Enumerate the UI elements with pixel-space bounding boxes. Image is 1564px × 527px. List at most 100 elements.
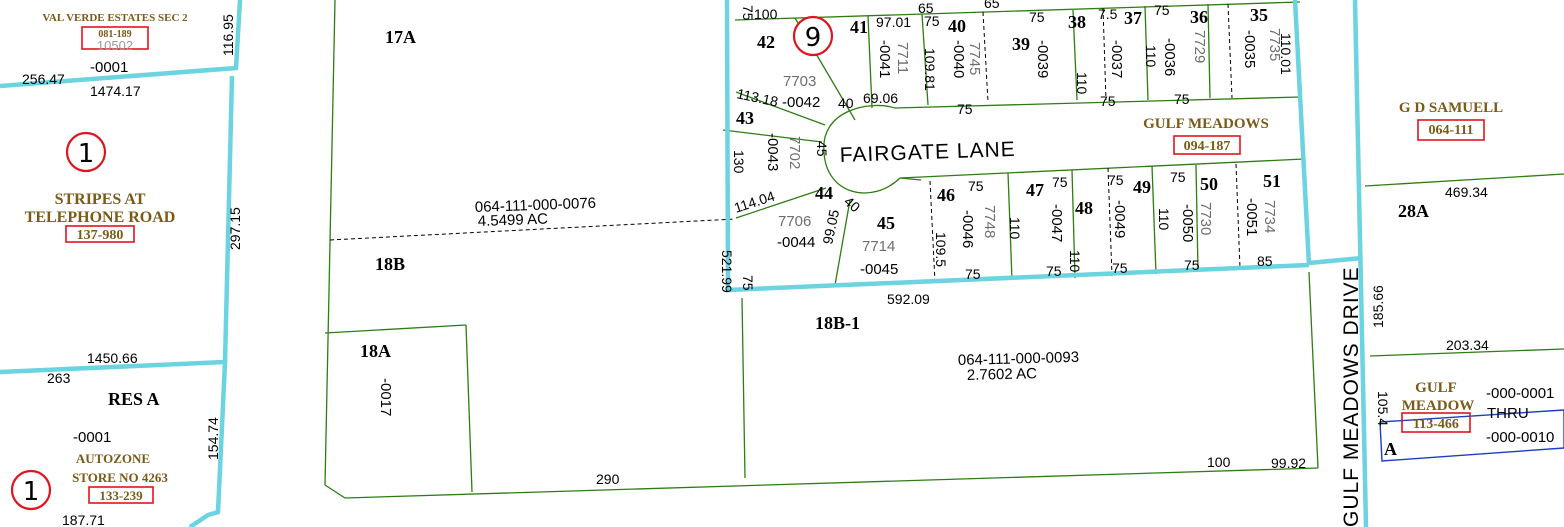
lot-48: 48 -0049 xyxy=(1075,198,1128,238)
map-label: 263 xyxy=(47,370,71,386)
acct-0001-res: -0001 xyxy=(73,429,111,446)
lot-39: 39 -0039 xyxy=(1012,34,1051,78)
map-label: -0047 xyxy=(1048,204,1065,242)
map-label: 43 xyxy=(736,108,754,128)
stripes-label-1: STRIPES AT xyxy=(55,191,146,208)
map-label: -0051 xyxy=(1243,198,1260,236)
map-label: 75 xyxy=(1046,263,1062,279)
area-0076: 4.5499 AC xyxy=(478,211,549,230)
map-label: 97.01 xyxy=(876,14,911,30)
lot-41: 41 -0041 7711 xyxy=(850,17,911,78)
lot-51: 51 -0051 7734 xyxy=(1243,171,1281,236)
map-label: 592.09 xyxy=(887,291,930,307)
map-label: 36 xyxy=(1190,7,1208,27)
lot-37: 37 xyxy=(1124,8,1142,28)
map-label: 48 xyxy=(1075,198,1093,218)
stripes-label-2: TELEPHONE ROAD xyxy=(25,209,176,226)
val-verde-code: 081-189 xyxy=(98,29,131,40)
autozone-code-box xyxy=(88,486,154,504)
lot-49: 49 xyxy=(1133,177,1151,197)
map-label: -0040 xyxy=(950,40,967,78)
map-label: -0041 xyxy=(876,40,893,78)
map-label: 256.47 xyxy=(22,71,65,87)
map-label: 40 xyxy=(948,16,966,36)
map-label: 110.01 xyxy=(1278,33,1294,75)
map-label: 109.5 xyxy=(933,232,949,267)
map-label: -0035 xyxy=(1241,30,1258,68)
parcel-28a: 28A xyxy=(1398,201,1429,221)
parcel-18b: 18B xyxy=(375,254,405,274)
stripes-code-box xyxy=(65,225,135,243)
map-label: 35 xyxy=(1250,5,1268,25)
parcel-18b1: 18B-1 xyxy=(815,313,860,333)
map-label: 521.99 xyxy=(719,250,735,293)
map-label: 7730 xyxy=(1197,202,1214,235)
marker-number: 9 xyxy=(805,23,822,53)
map-label: 49 xyxy=(1133,177,1151,197)
map-label: 7.5 xyxy=(1098,6,1118,22)
map-label: 65 xyxy=(918,0,934,16)
autozone-label-2: STORE NO 4263 xyxy=(72,470,168,485)
acct-0017: -0017 xyxy=(377,378,394,416)
map-label: 42 xyxy=(757,32,775,52)
map-label: 130 xyxy=(731,150,747,174)
map-label: 75 xyxy=(1029,9,1045,25)
map-label: 7745 xyxy=(966,42,983,75)
val-verde-label: VAL VERDE ESTATES SEC 2 xyxy=(42,12,188,24)
map-label: 75 xyxy=(1174,91,1190,107)
map-label: 7711 xyxy=(894,42,911,74)
lot-40: 40 -0040 7745 xyxy=(948,16,983,78)
map-label: -0036 xyxy=(1161,38,1178,76)
subdivision-boundaries xyxy=(0,0,1369,527)
map-label: 37 xyxy=(1124,8,1142,28)
map-label: 110 xyxy=(1007,217,1023,240)
map-label: 75 xyxy=(965,266,981,282)
map-label: 7748 xyxy=(981,205,998,238)
lot-42: 42 7703 -0042 xyxy=(757,32,820,111)
map-label: 110 xyxy=(1067,250,1083,273)
map-label: 75 xyxy=(924,13,940,29)
map-label: 109.81 xyxy=(922,48,938,91)
map-label: 65 xyxy=(984,0,1000,11)
gulf-meadows-label: GULF MEADOWS xyxy=(1143,116,1269,132)
gulf-meadow-lot xyxy=(1379,409,1564,462)
map-label: 99.92 xyxy=(1271,455,1306,471)
map-label: 75 xyxy=(1154,2,1170,18)
map-label: -0043 xyxy=(764,133,781,171)
gm-acct-1: -000-0001 xyxy=(1486,385,1554,402)
street-fairgate-lane: FAIRGATE LANE xyxy=(839,138,1016,167)
map-label: 75 xyxy=(1184,257,1200,273)
acct-0001-top: -0001 xyxy=(90,59,128,76)
map-label: 7729 xyxy=(1191,30,1208,63)
dashed-lines xyxy=(329,3,1241,283)
lot-36: 36 -0036 7729 xyxy=(1161,7,1208,76)
marker-9: 9 xyxy=(792,15,834,57)
gulf-meadows-code: 094-187 xyxy=(1184,139,1231,154)
map-label: -0049 xyxy=(1111,200,1128,238)
map-label: 203.34 xyxy=(1446,337,1489,353)
val-verde-code-box xyxy=(81,26,149,50)
map-label: 185.66 xyxy=(1370,285,1386,328)
map-label: 85 xyxy=(1257,253,1273,269)
lot-50: 50 -0050 7730 xyxy=(1179,174,1218,242)
parcel-18a: 18A xyxy=(360,341,391,361)
map-label: 297.15 xyxy=(227,207,243,250)
stripes-code: 137-980 xyxy=(77,228,124,243)
map-label: 7734 xyxy=(1261,200,1278,233)
map-label: 100 xyxy=(754,6,778,22)
map-label: 99.05 xyxy=(819,208,842,246)
acct-0076: 064-111-000-0076 xyxy=(475,195,597,216)
lot-44: 44 7706 -0044 xyxy=(777,183,833,251)
gulf-meadow-code: 113-466 xyxy=(1413,417,1459,432)
gulf-meadow-label-2: MEADOW xyxy=(1402,398,1475,414)
lot-45: 45 7714 -0045 xyxy=(860,213,898,278)
map-label: 110 xyxy=(1156,208,1172,231)
map-label: -0039 xyxy=(1034,40,1051,78)
area-0093: 2.7602 AC xyxy=(967,365,1038,384)
map-label: 45 xyxy=(877,213,895,233)
map-label: 187.71 xyxy=(62,512,105,527)
map-label: 75 xyxy=(740,275,756,291)
gulf-meadow-code-box xyxy=(1401,412,1471,433)
parcel-17a: 17A xyxy=(385,27,416,47)
